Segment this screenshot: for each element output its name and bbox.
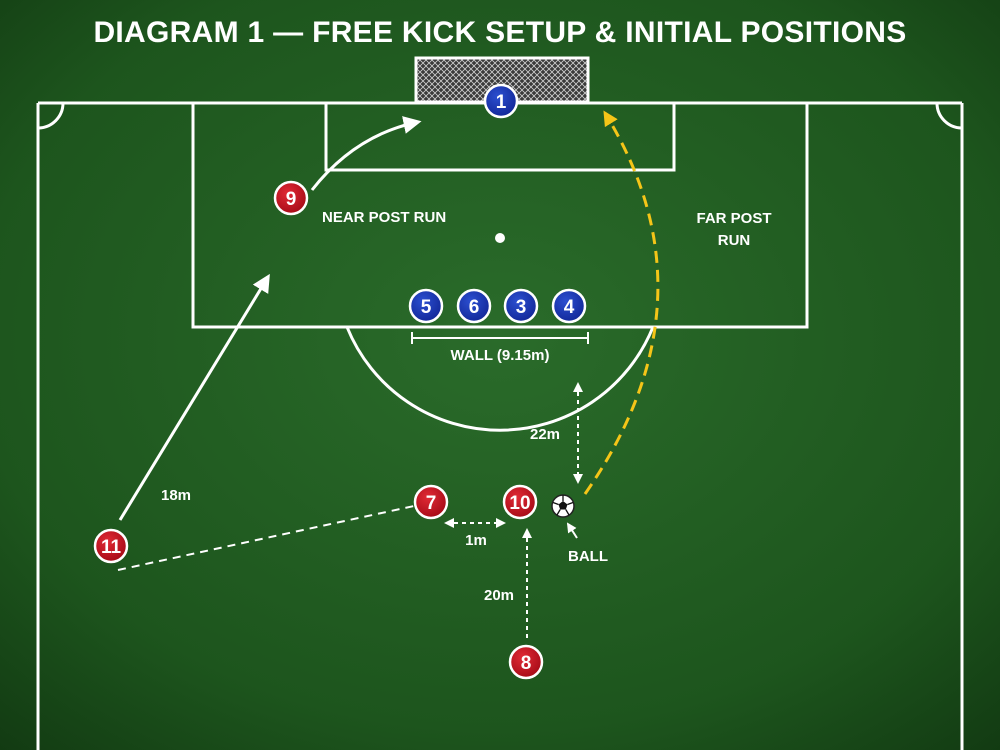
player-goalkeeper: 1 — [483, 83, 519, 119]
player-number: 11 — [101, 537, 122, 558]
player-number: 10 — [509, 493, 530, 514]
player-number: 9 — [286, 189, 297, 210]
distance-1m-label: 1m — [465, 532, 487, 549]
penalty-spot — [495, 233, 505, 243]
player-wall-3: 3 — [503, 288, 539, 324]
player-11-run-arrow — [118, 273, 270, 521]
player-wall-6: 6 — [456, 288, 492, 324]
wall-bracket — [411, 332, 589, 344]
player-attacker-8: 8 — [508, 644, 544, 680]
far-post-curl-path — [583, 110, 660, 495]
player-number: 1 — [496, 92, 507, 113]
far-post-run-label-line2: RUN — [718, 232, 751, 249]
pass-line-11-to-7 — [117, 505, 415, 571]
player-wall-5: 5 — [408, 288, 444, 324]
player-number: 7 — [426, 493, 437, 514]
player-number: 8 — [521, 653, 532, 674]
player-number: 3 — [516, 297, 527, 318]
diagram-title: DIAGRAM 1 — FREE KICK SETUP & INITIAL PO… — [93, 16, 906, 49]
soccer-ball-icon — [551, 494, 575, 518]
wall-label: WALL (9.15m) — [451, 347, 550, 364]
distance-18m-label: 18m — [161, 487, 191, 504]
ball-pointer-arrow — [566, 522, 578, 539]
distance-22m-label: 22m — [530, 426, 560, 443]
near-post-run-label: NEAR POST RUN — [322, 209, 446, 226]
near-post-run-arrow — [310, 116, 422, 191]
player-attacker-7: 7 — [413, 484, 449, 520]
corner-arc-left — [37, 102, 65, 130]
penalty-arc — [345, 326, 655, 432]
player-number: 6 — [469, 297, 480, 318]
ball-label: BALL — [568, 548, 608, 565]
far-post-run-label-line1: FAR POST — [696, 210, 771, 227]
player-wall-4: 4 — [551, 288, 587, 324]
player-attacker-9: 9 — [273, 180, 309, 216]
player-number: 4 — [564, 297, 575, 318]
distance-20m-label: 20m — [484, 587, 514, 604]
player-number: 5 — [421, 297, 432, 318]
player-attacker-10: 10 — [502, 484, 538, 520]
player-attacker-11: 11 — [93, 528, 129, 564]
corner-arc-right — [935, 102, 963, 130]
